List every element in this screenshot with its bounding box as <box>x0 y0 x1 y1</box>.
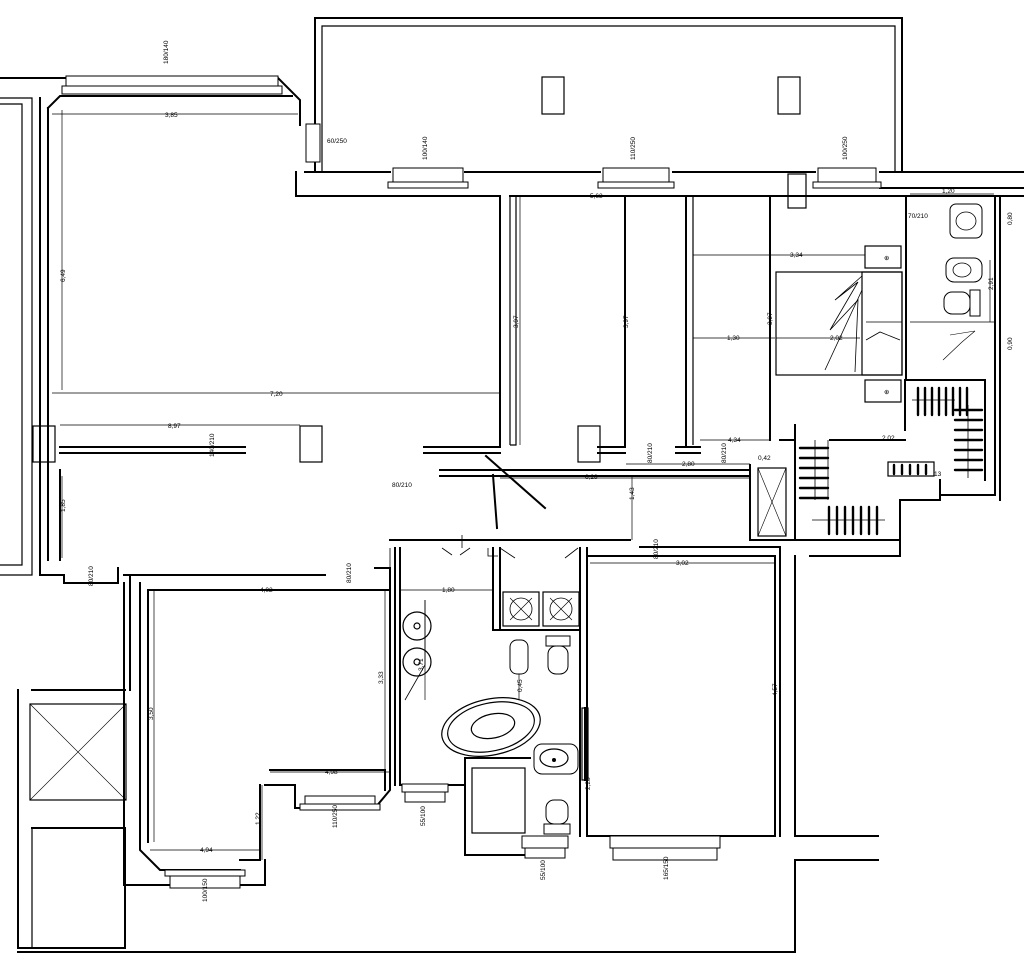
dim-label: 4,34 <box>728 437 741 444</box>
bed <box>775 271 903 376</box>
lamp-icon: ⊕ <box>884 389 890 396</box>
window-bottom-2: 55/100 <box>401 783 449 826</box>
window-mid-3: 100/250 <box>812 136 882 189</box>
dim-label: 0,80 <box>1007 212 1014 225</box>
bath-cabinet <box>471 767 526 834</box>
dim-label: 4,94 <box>200 847 213 854</box>
dim-label: 3,71 <box>418 658 425 671</box>
dim-label: 1,20 <box>942 188 955 195</box>
left-shaft <box>29 703 127 801</box>
window-bottom-4: 100/150 <box>164 869 246 902</box>
dim-label: 6,28 <box>585 474 598 481</box>
dim-label: 3,50 <box>148 707 155 720</box>
door-label: 80/210 <box>721 443 728 463</box>
dim-label: 1,30 <box>727 335 740 342</box>
dim-label: 0,45 <box>517 679 524 692</box>
walls <box>0 17 1024 953</box>
ensuite-bath-fixtures <box>910 203 995 361</box>
dim-label: 3,85 <box>165 112 178 119</box>
corridor-column-mid <box>299 425 323 463</box>
door-swings <box>441 535 579 559</box>
dimension-labels: 3,85 6,49 7,20 8,97 1,85 5,63 3,97 3,97 … <box>60 112 1014 854</box>
dim-label: 1,80 <box>442 587 455 594</box>
bidet-icon <box>945 257 983 283</box>
window-label: 100/150 <box>202 878 209 902</box>
sink-icon <box>949 203 983 239</box>
dim-label: 7,20 <box>270 391 283 398</box>
corridor-column-left <box>32 425 56 463</box>
shaft <box>757 467 787 537</box>
dim-label: 2,80 <box>682 461 695 468</box>
toilet-icon <box>943 291 971 315</box>
door-swing-diagonal <box>484 454 547 510</box>
dim-label: 1,43 <box>629 487 636 500</box>
window-bottom-3: 55/100 <box>521 835 569 880</box>
windows: 180/140 60/250 100/140 110/250 100/250 1… <box>61 40 882 902</box>
nightstands: ⊕ ⊕ <box>864 245 902 403</box>
dim-label: 2,02 <box>882 435 895 442</box>
window-small-top: 60/250 <box>305 123 347 163</box>
dim-label: 3,97 <box>767 312 774 325</box>
dim-label: 4,98 <box>325 769 338 776</box>
window-label: 110/250 <box>332 805 339 828</box>
dim-label: 2,91 <box>988 277 995 290</box>
dim-label: 2,28 <box>585 777 592 790</box>
bathtub-icon <box>441 697 541 757</box>
sink-icon <box>402 647 432 677</box>
dim-label: 1,85 <box>60 499 67 512</box>
window-label: 55/100 <box>420 806 427 826</box>
terrace-column-left <box>541 76 565 115</box>
door-label: 80/210 <box>392 482 412 489</box>
window-mid-1: 100/140 <box>387 136 469 189</box>
lamp-icon: ⊕ <box>884 255 890 262</box>
dryer-icon <box>542 591 580 627</box>
dim-label: 4,57 <box>772 683 779 696</box>
dim-label: 3,97 <box>623 315 630 328</box>
window-bottom-5: 165/150 <box>609 835 721 880</box>
dim-label: 0,42 <box>758 455 771 462</box>
door-label: 80/210 <box>346 563 353 583</box>
door-label: 13 <box>934 471 942 478</box>
window-label: 180/140 <box>163 40 170 64</box>
terrace-column-right <box>777 76 801 115</box>
dim-label: 0,90 <box>1007 337 1014 350</box>
sink-icon <box>402 611 432 641</box>
dim-label: 8,97 <box>168 423 181 430</box>
corridor-column-right <box>577 425 601 463</box>
main-bath-fixtures <box>402 591 589 835</box>
window-label: 55/100 <box>540 860 547 880</box>
window-label: 165/150 <box>663 856 670 880</box>
door-label: 80/210 <box>88 566 95 586</box>
dim-label: 1,22 <box>255 812 262 825</box>
window-label: 110/250 <box>630 137 637 160</box>
bidet-icon <box>509 639 529 675</box>
window-bottom-1: 110/250 <box>299 795 381 828</box>
dim-label: 3,34 <box>790 252 803 259</box>
washing-machine-icon <box>502 591 540 627</box>
facade-column <box>787 173 807 209</box>
dim-label: 2,02 <box>830 335 843 342</box>
dimension-lines <box>52 110 996 860</box>
toilet-icon <box>545 799 569 825</box>
door-label: 80/210 <box>647 443 654 463</box>
closet-hangers <box>798 386 984 536</box>
window-label: 60/250 <box>327 138 347 145</box>
door-label: 70/210 <box>908 213 928 220</box>
window-mid-2: 110/250 <box>597 137 675 189</box>
dim-label: 3,97 <box>513 315 520 328</box>
door-label: 80/210 <box>653 539 660 559</box>
window-label: 100/140 <box>422 136 429 160</box>
window-top-left: 180/140 <box>61 40 283 95</box>
toilet-icon <box>547 645 569 675</box>
dim-label: 3,33 <box>378 671 385 684</box>
window-label: 100/250 <box>842 136 849 160</box>
door-label: 140/210 <box>209 433 216 457</box>
dim-label: 3,02 <box>676 560 689 567</box>
dim-label: 5,63 <box>590 193 603 200</box>
dim-label: 6,49 <box>60 269 67 282</box>
dim-label: 4,02 <box>260 587 273 594</box>
opening-labels: 70/210 140/210 80/210 80/210 80/210 80/2… <box>88 213 942 586</box>
